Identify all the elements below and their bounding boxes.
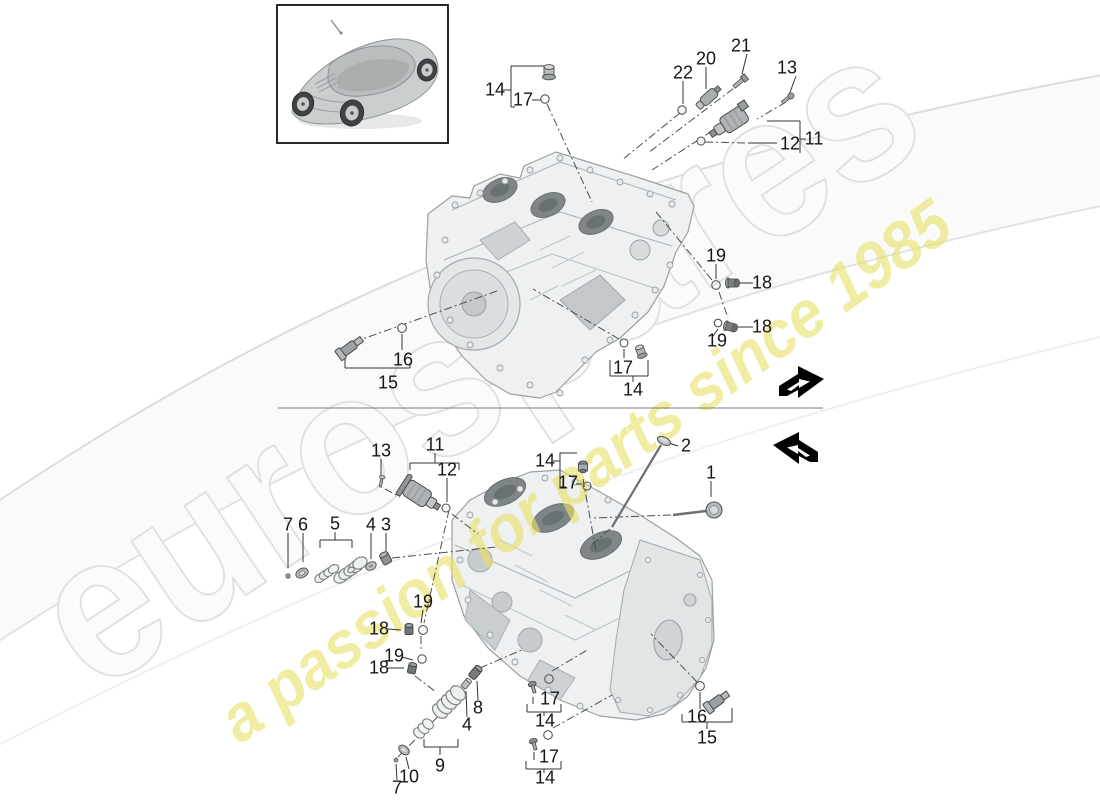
valve-stem-seal-icon: [379, 551, 393, 566]
cylinder-head-drawing-bottom: [451, 469, 715, 721]
seal-ring-icon: [619, 338, 629, 348]
oil-plug-icon: [404, 623, 414, 635]
valve-spring-icon: [333, 556, 368, 584]
seal-ring-icon: [417, 654, 427, 664]
valve-spring-icon: [431, 685, 467, 719]
valve-guide-icon: [460, 677, 472, 690]
valve-keeper-icon: [285, 573, 291, 579]
oil-plug-icon: [722, 320, 738, 333]
callout-leader-lines: [287, 53, 806, 781]
seal-ring-icon: [543, 730, 553, 740]
spring-seat-icon: [365, 561, 377, 571]
seal-ring-icon: [713, 318, 723, 328]
oil-plug-icon: [725, 277, 740, 289]
spring-retainer-icon: [398, 744, 410, 756]
assembly-axis-lines: [356, 78, 787, 758]
cylinder-head-drawing-top: [425, 151, 695, 399]
valve-stem-seal-icon: [468, 664, 483, 680]
wheel-icon: [291, 91, 315, 117]
dowel-bolt-icon: [334, 335, 365, 361]
seal-ring-icon: [544, 674, 554, 684]
spring-retainer-icon: [295, 567, 309, 579]
seal-ring-icon: [397, 323, 407, 333]
banjo-screw-icon: [527, 681, 537, 694]
sealing-plug-icon: [578, 460, 588, 474]
camshaft-sensor-icon: [695, 85, 722, 110]
seal-ring-icon: [711, 280, 721, 290]
seal-ring-icon: [695, 681, 705, 691]
valve-spring-icon: [314, 564, 340, 583]
previous-page-arrow-icon[interactable]: [773, 432, 818, 464]
solenoid-valve-icon: [708, 99, 750, 139]
solenoid-valve-icon: [395, 473, 442, 511]
valve-keeper-icon: [393, 757, 399, 763]
small-screw-icon: [780, 92, 795, 105]
banjo-screw-icon: [528, 738, 538, 751]
vehicle-thumbnail[interactable]: [276, 4, 449, 144]
oil-plug-icon: [406, 662, 418, 675]
porsche-911-coupe-icon: [291, 19, 439, 129]
wheel-icon: [416, 58, 438, 82]
o-ring-icon: [696, 136, 706, 146]
dowel-bolt-icon: [702, 690, 731, 715]
o-ring-icon: [441, 503, 451, 513]
seal-ring-icon: [540, 94, 550, 104]
intake-valve-icon: [672, 501, 723, 519]
small-screw-icon: [378, 475, 386, 488]
seal-ring-icon: [582, 481, 592, 491]
part-icons: [285, 64, 795, 763]
wheel-icon: [339, 99, 365, 127]
sensor-bolt-icon: [732, 73, 750, 89]
valve-spring-icon: [413, 718, 434, 739]
o-ring-icon: [677, 105, 687, 115]
seal-ring-icon: [418, 625, 428, 635]
sealing-plug-icon: [634, 344, 648, 359]
sealing-plug-icon: [542, 64, 556, 81]
exhaust-valve-icon: [611, 436, 672, 528]
